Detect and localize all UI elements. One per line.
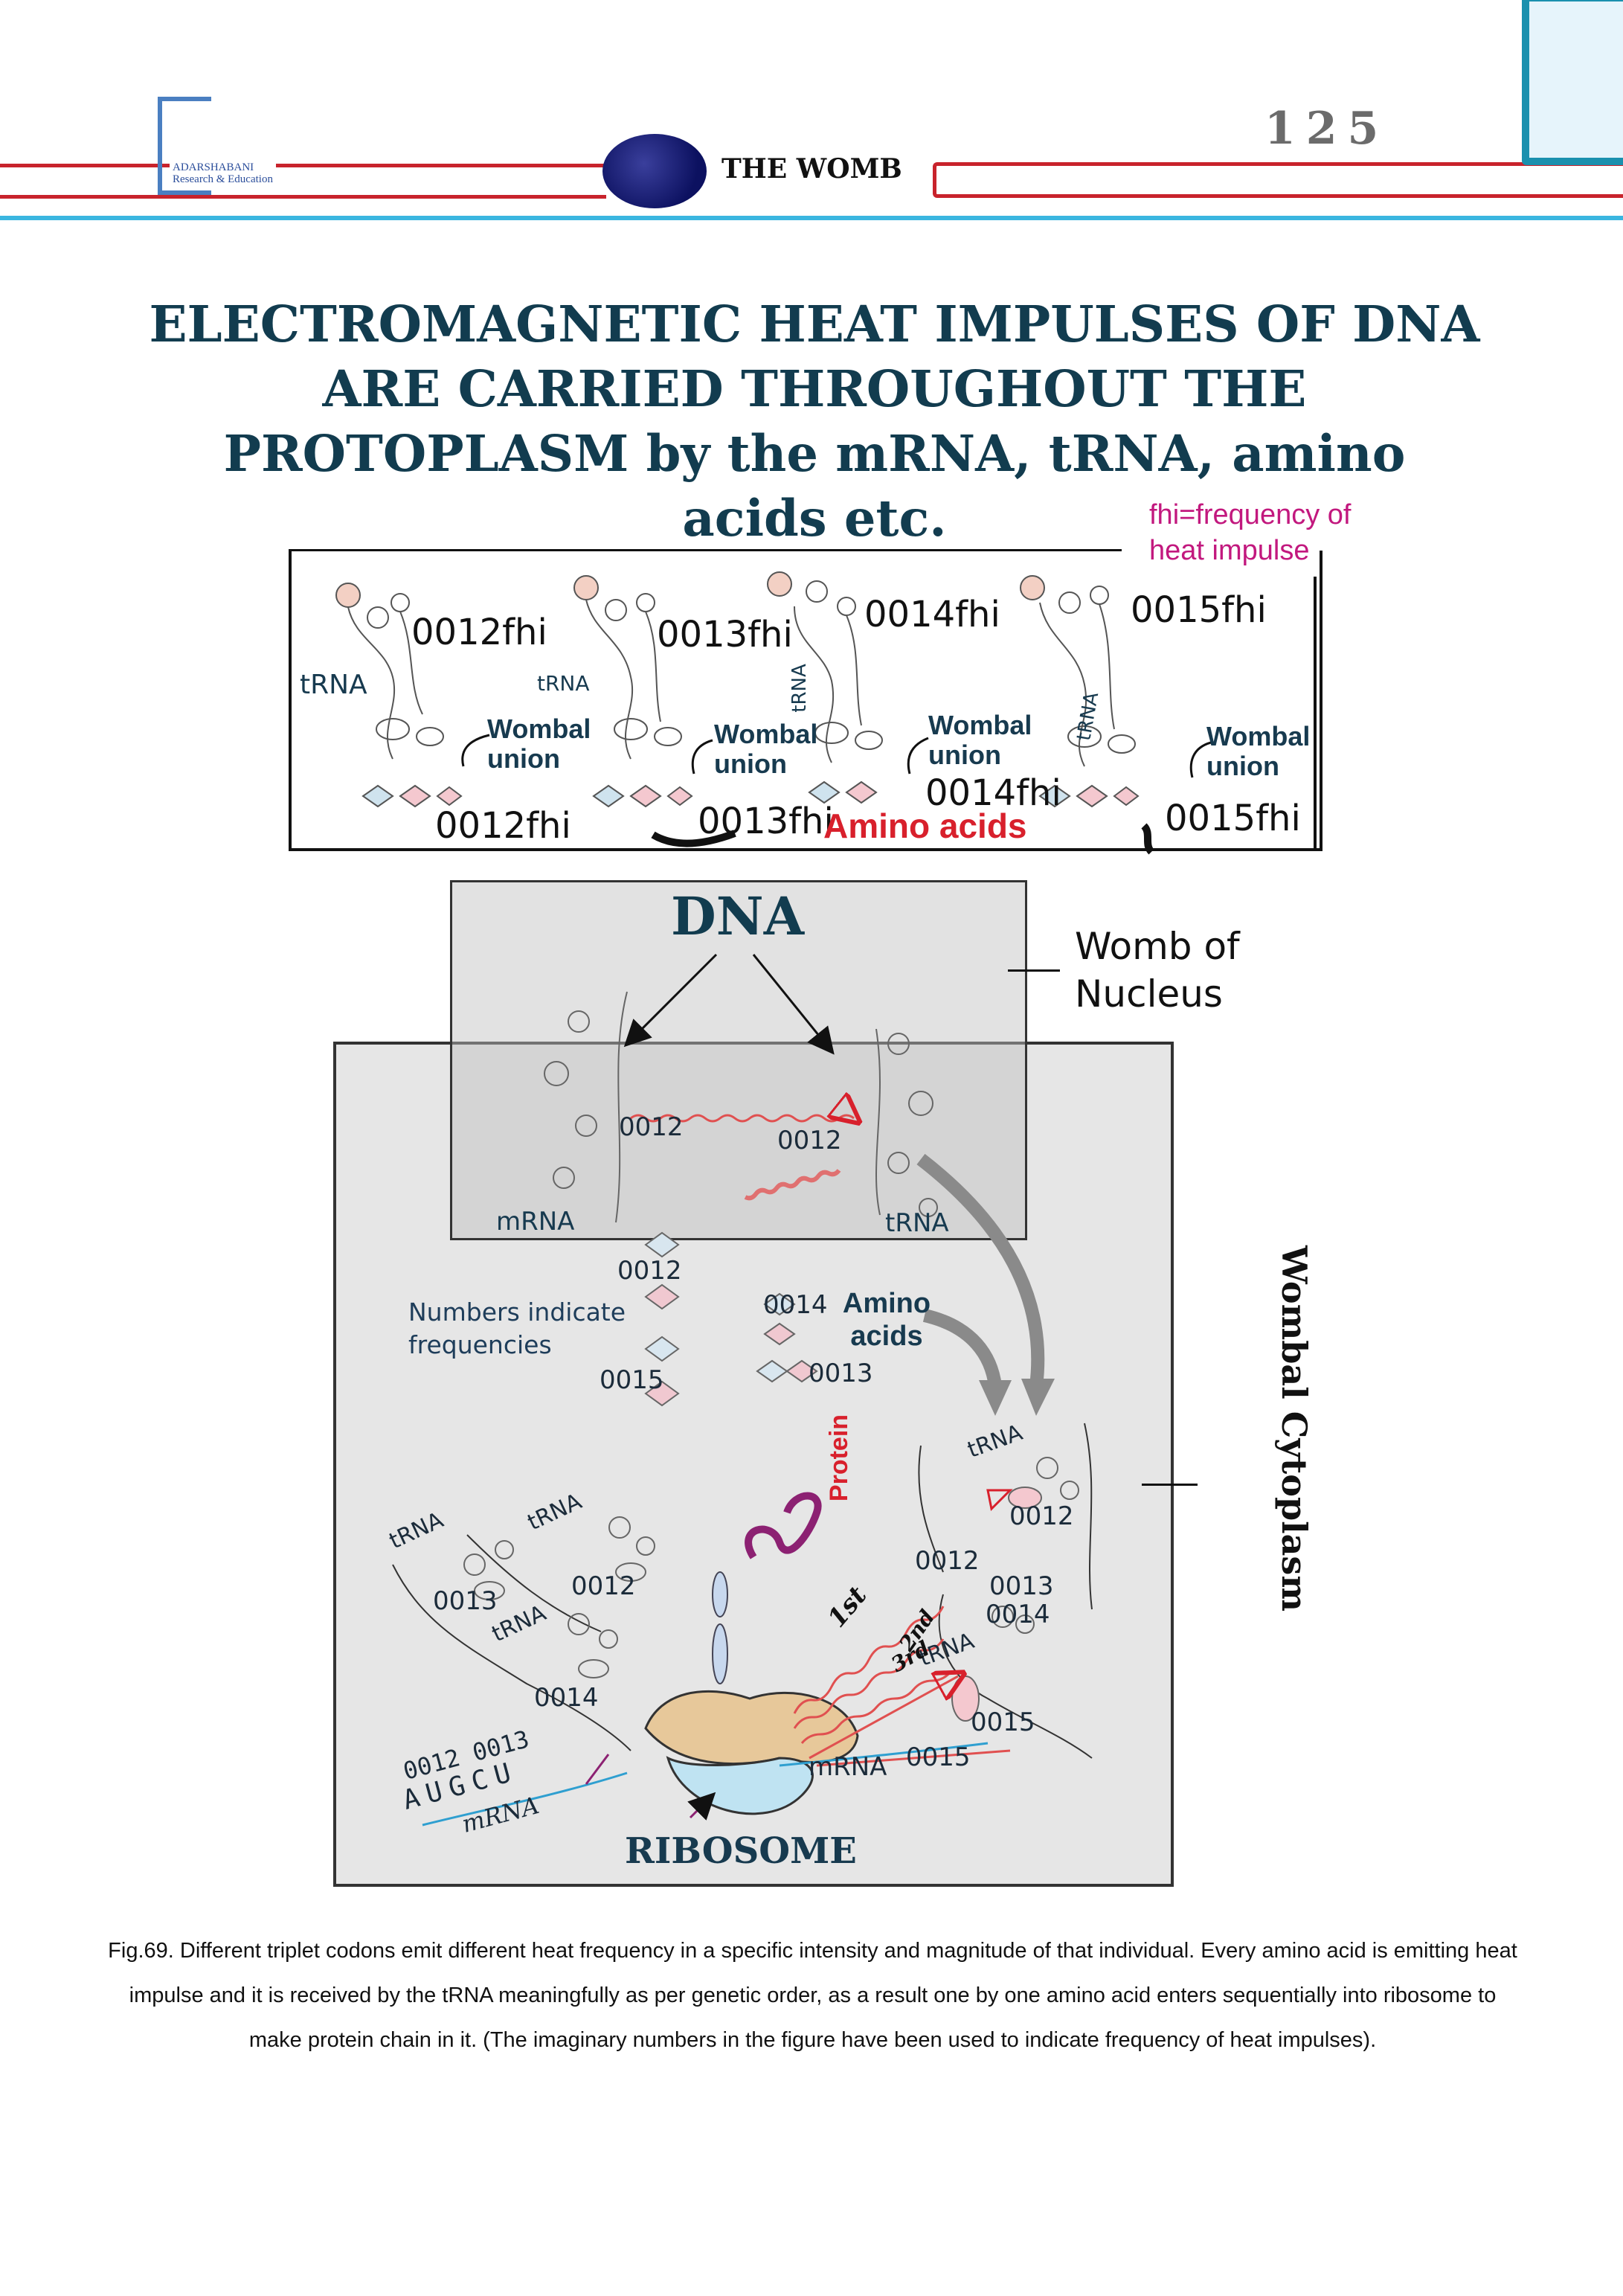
trna-label-3: tRNA: [788, 664, 811, 713]
trna-sketch-4: [1020, 575, 1140, 808]
ribosome-label: RIBOSOME: [625, 1830, 857, 1872]
freq-0014-free: 0014: [763, 1290, 828, 1320]
figure-caption: Fig.69. Different triplet codons emit di…: [108, 1939, 1517, 2052]
numbers-indicate-frequencies-note: Numbers indicate frequencies: [408, 1298, 626, 1359]
header-blue-rule: [0, 216, 1623, 220]
trna-sketch-2: [573, 575, 693, 808]
fhi-label-upper-3: 0014fhi: [864, 594, 1000, 635]
mrna-label-lower: mRNA: [809, 1752, 887, 1782]
freq-0012-dna-left: 0012: [619, 1112, 684, 1142]
page-number: 125: [1264, 103, 1389, 155]
freq-0012-lower-left: 0012: [571, 1571, 636, 1601]
wombal-union-label-3: Wombal union: [928, 710, 1032, 770]
freq-0013-signal: 0013: [989, 1571, 1054, 1601]
freq-0012-lower-right: 0012: [1009, 1501, 1074, 1531]
wombal-union-label-2: Wombal union: [714, 719, 818, 779]
freq-0012-signal: 0012: [915, 1546, 980, 1576]
logo-line-2: Research & Education: [173, 173, 273, 185]
fhi-label-upper-1: 0012fhi: [411, 612, 547, 653]
fhi-definition-note: fhi=frequency of heat impulse: [1149, 499, 1352, 566]
wombal-union-label-1: Wombal union: [487, 714, 591, 774]
corner-tab: [1522, 0, 1623, 165]
top-panel-right-rule: [1314, 577, 1317, 848]
publisher-logo: ADARSHABANI Research & Education: [170, 160, 276, 187]
running-header-title: THE WOMB: [721, 153, 902, 185]
fhi-label-upper-4: 0015fhi: [1131, 589, 1267, 631]
fhi-label-lower-3: 0014fhi: [925, 772, 1061, 814]
top-panel-frame: [289, 551, 1322, 851]
fhi-label-lower-2: 0013fhi: [698, 801, 834, 842]
nucleus-box: [450, 880, 1027, 1240]
freq-0013-free: 0013: [809, 1359, 873, 1388]
cytoplasm-leader-line: [1142, 1484, 1198, 1486]
womb-of-nucleus-label: Womb of Nucleus: [1075, 925, 1240, 1016]
page-headline: ELECTROMAGNETIC HEAT IMPULSES OF DNA ARE…: [149, 295, 1480, 548]
freq-0013-lower-left: 0013: [433, 1586, 498, 1616]
logo-line-1: ADARSHABANI: [173, 161, 254, 173]
trna-label-2: tRNA: [537, 671, 590, 696]
freq-0015-free: 0015: [600, 1365, 664, 1395]
freq-0014-signal: 0014: [986, 1600, 1050, 1629]
freq-0015-signal: 0015: [971, 1707, 1035, 1737]
fhi-label-upper-2: 0013fhi: [657, 614, 793, 655]
header-red-bracket-right: [933, 162, 1623, 198]
freq-0012-free: 0012: [617, 1256, 682, 1286]
amino-acids-label: Amino acids: [842, 1288, 931, 1352]
header-red-rule-left-lower: [0, 195, 606, 199]
wombal-cytoplasm-label: Wombal Cytoplasm: [1274, 1245, 1314, 1612]
fhi-label-lower-4: 0015fhi: [1165, 798, 1301, 839]
wombal-union-label-4: Wombal union: [1206, 721, 1311, 781]
freq-0015-lower: 0015: [906, 1742, 971, 1772]
freq-0012-dna-right: 0012: [777, 1126, 842, 1155]
nucleus-leader-line: [1008, 969, 1060, 972]
wombal-cytoplasm-label-box: Wombal Cytoplasm: [1264, 1245, 1324, 1612]
womb-globe-icon: [602, 134, 707, 208]
trna-illustrations: [335, 571, 1212, 855]
trna-sketch-1: [335, 583, 463, 808]
mrna-label-upper: mRNA: [496, 1207, 575, 1237]
trna-label-1: tRNA: [300, 670, 367, 700]
top-panel-top-rule: [289, 549, 1122, 551]
freq-0014-lower-left: 0014: [534, 1683, 599, 1713]
header-red-rule-left: [0, 164, 606, 167]
publisher-logo-frame: [158, 97, 211, 195]
fhi-label-lower-1: 0012fhi: [435, 805, 571, 847]
trna-sketch-3: [767, 571, 883, 804]
protein-label: Protein: [825, 1414, 854, 1502]
amino-acids-heading: Amino acids: [823, 807, 1027, 845]
trna-label-upper: tRNA: [885, 1208, 949, 1238]
dna-title: DNA: [671, 885, 804, 947]
protein-synthesis-diagram: [392, 953, 1093, 1827]
